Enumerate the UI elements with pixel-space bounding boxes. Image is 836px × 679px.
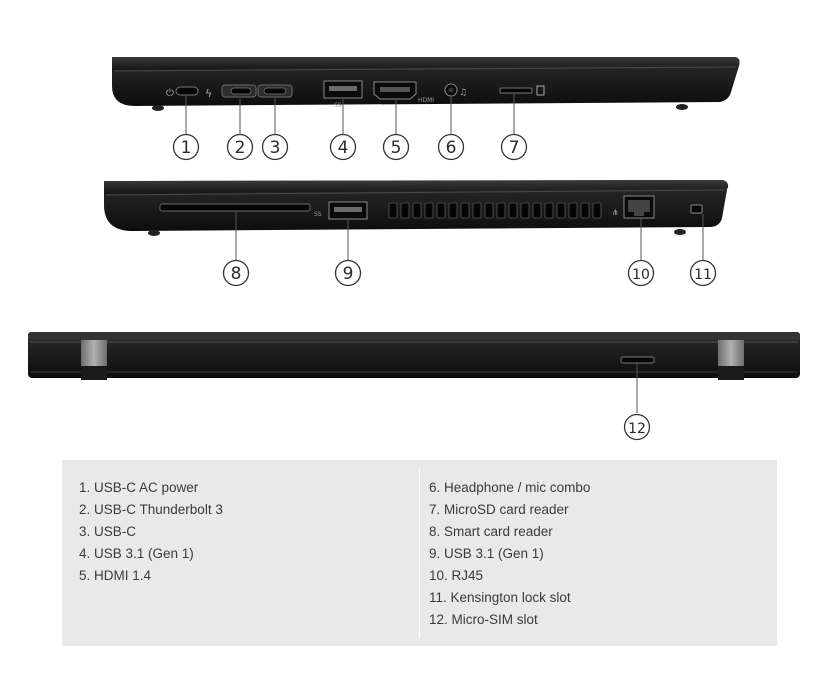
legend-item: 5. HDMI 1.4	[79, 568, 152, 583]
callout-9: 9	[343, 264, 354, 284]
kensington-lock-slot	[690, 204, 703, 214]
headphone-icon: ♫	[459, 88, 467, 98]
svg-text:ϟ: ϟ	[205, 87, 212, 100]
svg-text:⏻: ⏻	[166, 88, 174, 99]
callout-5: 5	[391, 138, 402, 158]
legend-item: 10. RJ45	[429, 568, 484, 583]
laptop-left-side: ⏻ ϟ SS HDMI ♫	[112, 57, 740, 111]
callout-2: 2	[235, 138, 246, 158]
callout-4: 4	[338, 138, 349, 158]
legend-divider	[419, 468, 420, 638]
callout-7: 7	[509, 138, 520, 158]
legend-item: 8. Smart card reader	[429, 524, 553, 539]
usb-c-power-port	[175, 86, 199, 96]
laptop-ports-figure: ⏻ ϟ SS HDMI ♫	[28, 57, 800, 441]
smart-card-slot	[159, 203, 311, 212]
microsd-slot	[499, 87, 533, 94]
usb-ss-label: SS	[334, 102, 342, 109]
laptop-right-side: SS ⋔	[104, 180, 729, 236]
cooling-vents	[388, 202, 602, 219]
callout-3: 3	[270, 138, 281, 158]
right-hinge	[718, 340, 744, 367]
callout-6: 6	[446, 138, 457, 158]
legend-item: 3. USB-C	[79, 524, 137, 539]
legend-item: 1. USB-C AC power	[79, 480, 199, 495]
legend-item: 2. USB-C Thunderbolt 3	[79, 502, 223, 517]
sd-card-icon	[536, 85, 545, 96]
legend-item: 7. MicroSD card reader	[429, 502, 569, 517]
left-hinge	[81, 340, 107, 367]
legend-column-right: 6. Headphone / mic combo 7. MicroSD card…	[429, 477, 590, 631]
port-legend: 1. USB-C AC power 2. USB-C Thunderbolt 3…	[62, 460, 777, 646]
hdmi-label: HDMI	[418, 97, 434, 104]
legend-item: 6. Headphone / mic combo	[429, 480, 591, 495]
micro-sim-slot	[620, 356, 655, 364]
callout-8: 8	[231, 264, 242, 284]
callout-10: 10	[632, 267, 650, 283]
legend-item: 4. USB 3.1 (Gen 1)	[79, 546, 194, 561]
legend-item: 11. Kensington lock slot	[429, 590, 571, 605]
legend-item: 12. Micro-SIM slot	[429, 612, 538, 627]
callout-1: 1	[181, 138, 192, 158]
legend-column-left: 1. USB-C AC power 2. USB-C Thunderbolt 3…	[79, 477, 223, 587]
usb-ss-label-right: SS	[314, 211, 322, 218]
network-icon: ⋔	[612, 208, 619, 217]
callout-12: 12	[628, 421, 646, 437]
legend-item: 9. USB 3.1 (Gen 1)	[429, 546, 544, 561]
laptop-rear	[28, 332, 800, 380]
callout-11: 11	[694, 267, 712, 283]
